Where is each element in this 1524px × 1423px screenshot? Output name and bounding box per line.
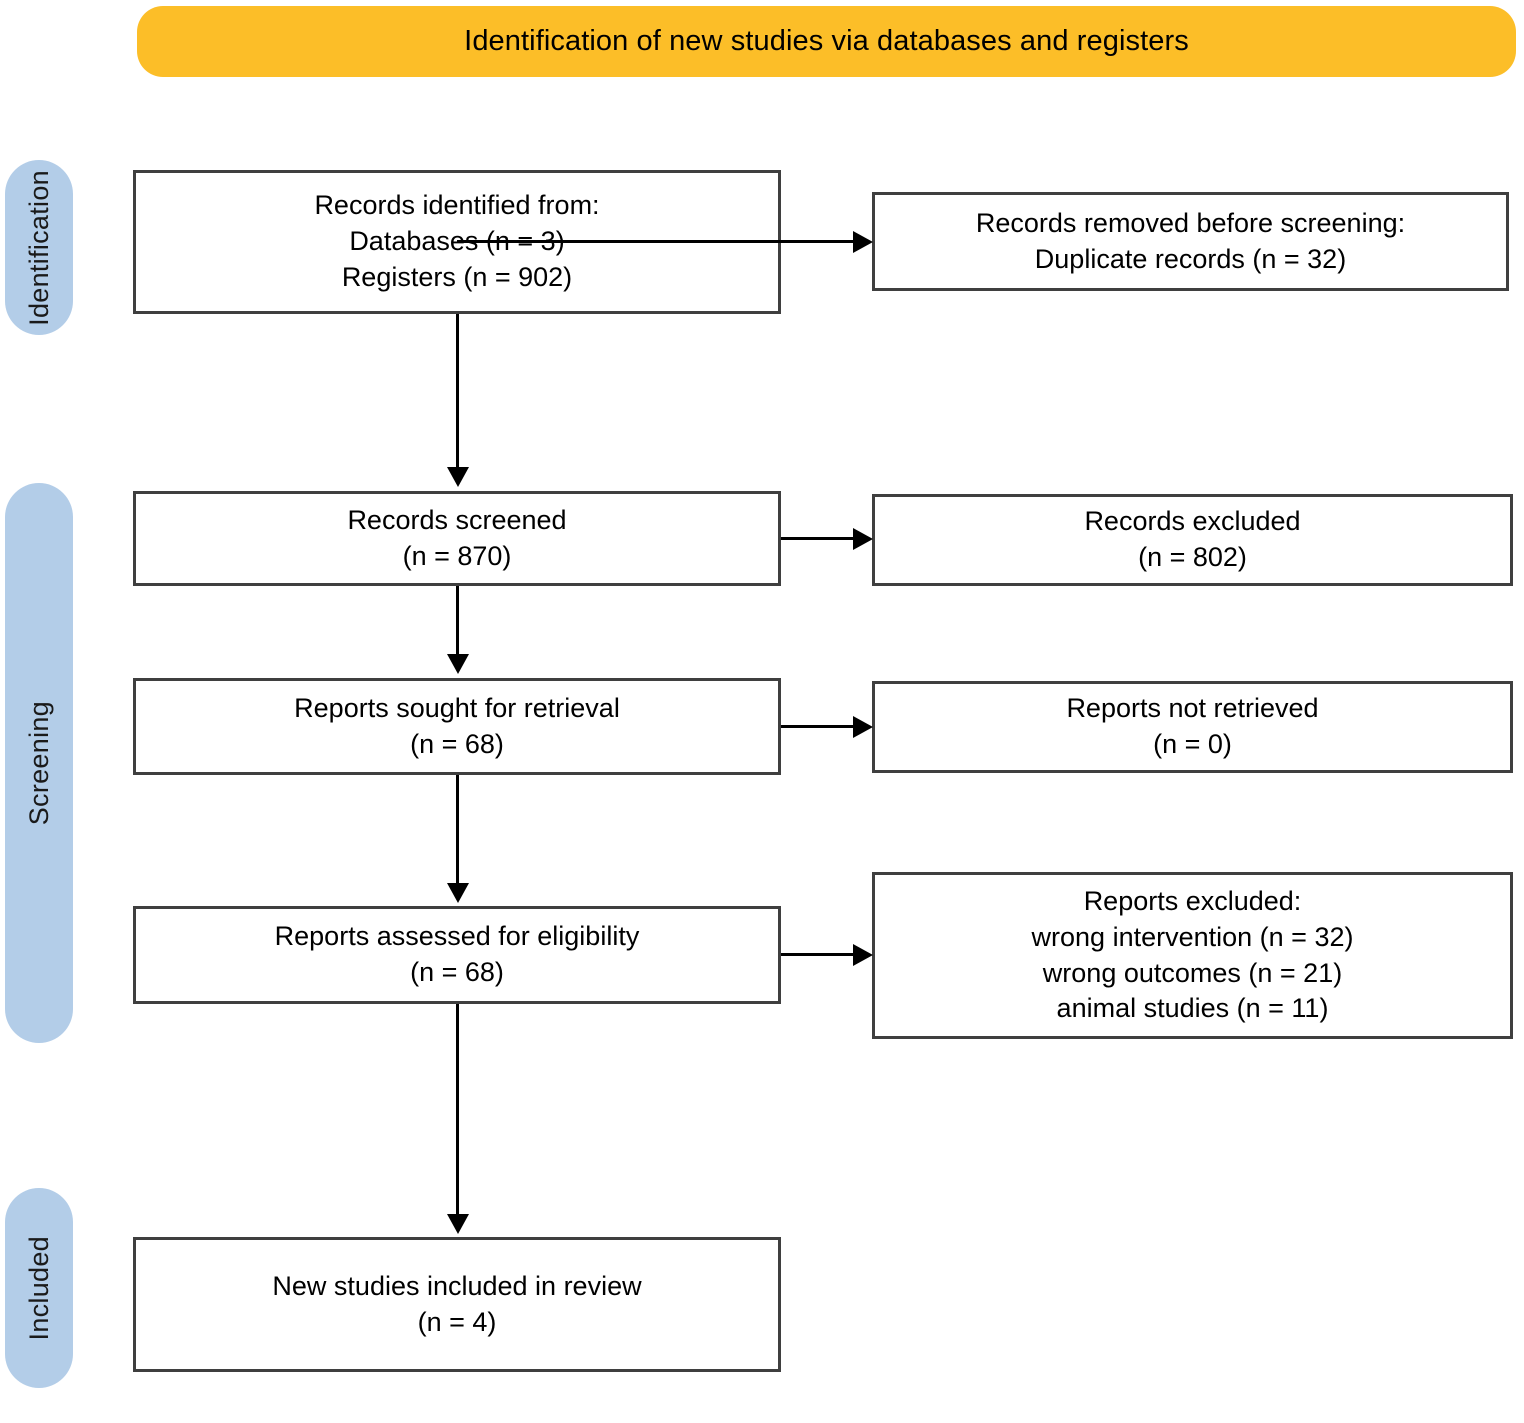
diagram-title: Identification of new studies via databa… bbox=[464, 25, 1189, 57]
box-line: Reports not retrieved bbox=[1066, 693, 1319, 724]
stage-tab-screening: Screening bbox=[5, 483, 73, 1043]
box-line: Records screened bbox=[347, 504, 567, 535]
box-line: (n = 68) bbox=[410, 957, 504, 987]
box-line: Registers (n = 902) bbox=[341, 261, 573, 292]
box-reports-sought: Reports sought for retrieval (n = 68) bbox=[133, 678, 781, 775]
box-line: (n = 68) bbox=[410, 728, 504, 759]
box-line: (n = 0) bbox=[1153, 729, 1232, 759]
box-records-excluded: Records excluded (n = 802) bbox=[872, 494, 1513, 586]
box-line: animal studies (n = 11) bbox=[1056, 993, 1329, 1024]
box-line: (n = 802) bbox=[1138, 542, 1247, 572]
box-reports-not-retrieved: Reports not retrieved (n = 0) bbox=[872, 681, 1513, 773]
arrowhead-down-icon bbox=[447, 1214, 469, 1234]
stage-label-included: Included bbox=[23, 1235, 54, 1341]
stage-tab-included: Included bbox=[5, 1188, 73, 1388]
box-line: Duplicate records (n = 32) bbox=[1034, 243, 1347, 274]
box-line: (n = 4) bbox=[417, 1306, 497, 1337]
box-line: wrong intervention (n = 32) bbox=[1031, 921, 1354, 952]
box-line: Records identified from: bbox=[314, 190, 600, 221]
arrowhead-down-icon bbox=[447, 467, 469, 487]
box-records-screened: Records screened (n = 870) bbox=[133, 491, 781, 586]
connector-sought-to-assessed bbox=[456, 775, 459, 885]
connector-assessed-to-reports-excluded bbox=[781, 953, 857, 956]
box-reports-assessed: Reports assessed for eligibility (n = 68… bbox=[133, 906, 781, 1004]
box-line: wrong outcomes (n = 21) bbox=[1042, 957, 1343, 988]
box-reports-excluded: Reports excluded: wrong intervention (n … bbox=[872, 872, 1513, 1039]
arrowhead-down-icon bbox=[447, 654, 469, 674]
stage-tab-identification: Identification bbox=[5, 160, 73, 335]
box-line: Records excluded bbox=[1084, 506, 1301, 537]
connector-screened-to-sought bbox=[456, 586, 459, 656]
box-line: Reports sought for retrieval bbox=[294, 692, 620, 723]
box-new-studies-included: New studies included in review (n = 4) bbox=[133, 1237, 781, 1372]
diagram-header-banner: Identification of new studies via databa… bbox=[137, 6, 1516, 77]
connector-assessed-to-included bbox=[456, 1004, 459, 1216]
box-line: Records removed before screening: bbox=[975, 207, 1406, 238]
connector-identified-to-removed bbox=[457, 240, 857, 243]
arrowhead-down-icon bbox=[447, 883, 469, 903]
box-line: (n = 870) bbox=[402, 540, 512, 571]
arrowhead-right-icon bbox=[853, 528, 873, 550]
arrowhead-right-icon bbox=[853, 944, 873, 966]
connector-sought-to-not-retrieved bbox=[781, 725, 857, 728]
box-records-removed: Records removed before screening: Duplic… bbox=[872, 192, 1509, 291]
connector-identified-to-screened bbox=[456, 314, 459, 469]
stage-label-screening: Screening bbox=[23, 700, 54, 826]
arrowhead-right-icon bbox=[853, 716, 873, 738]
box-line: New studies included in review bbox=[272, 1270, 642, 1301]
connector-screened-to-excluded bbox=[781, 537, 857, 540]
stage-label-identification: Identification bbox=[23, 169, 54, 326]
box-line: Reports excluded: bbox=[1083, 885, 1302, 916]
box-line: Reports assessed for eligibility bbox=[274, 921, 640, 952]
arrowhead-right-icon bbox=[853, 231, 873, 253]
